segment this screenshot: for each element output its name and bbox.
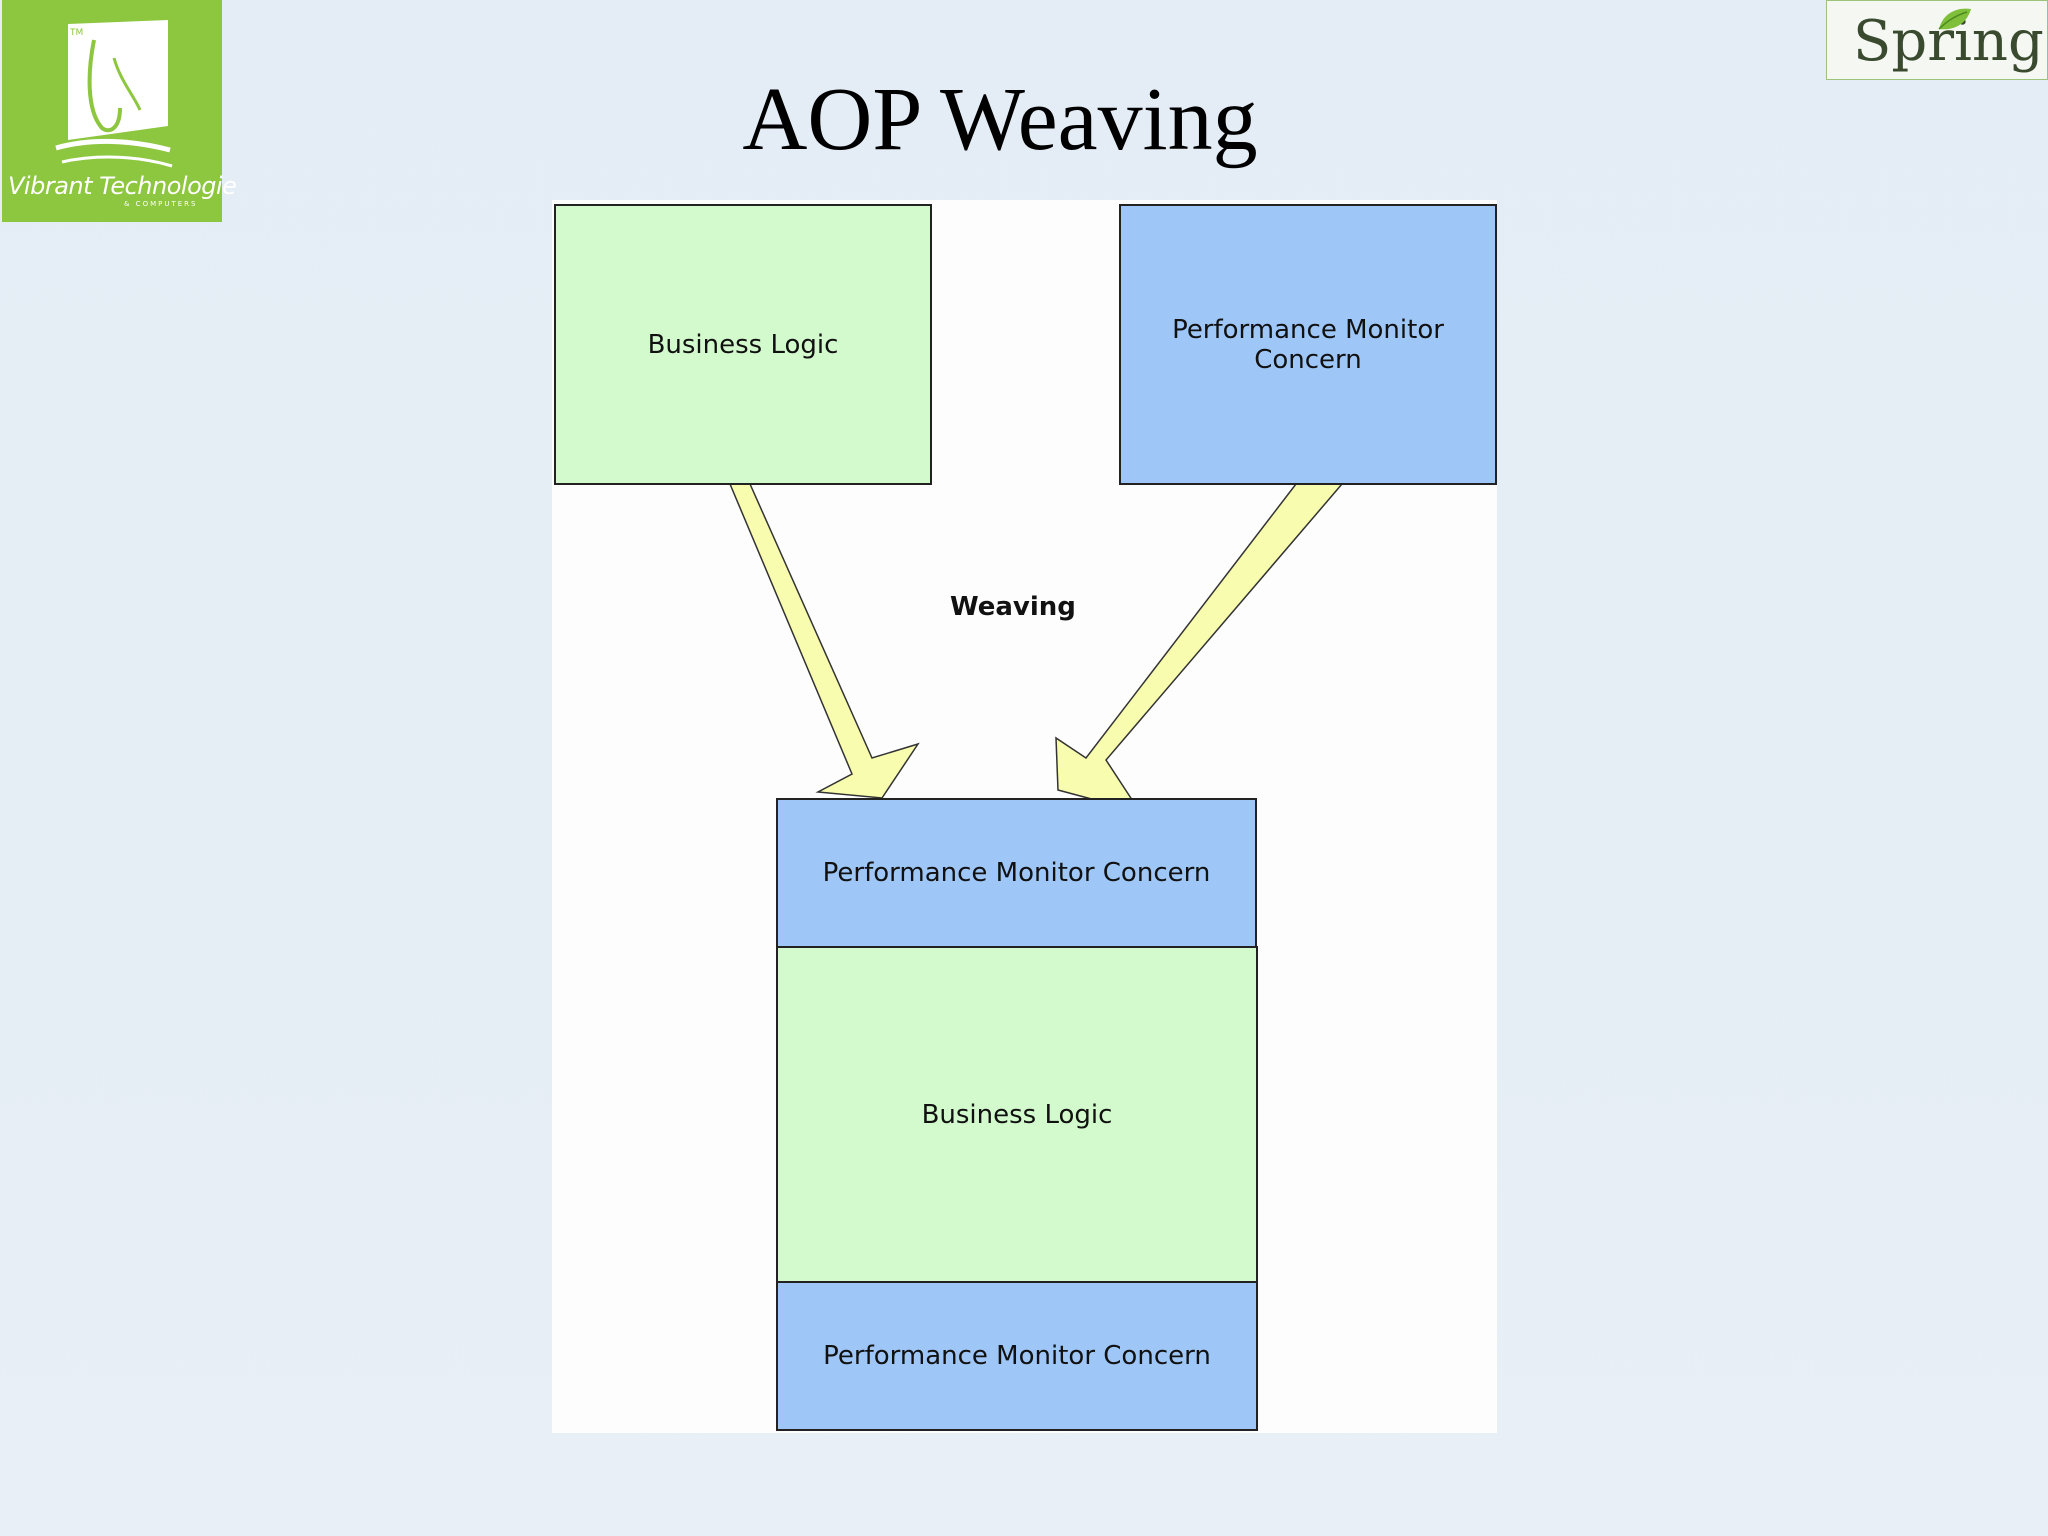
woven-business-logic-label: Business Logic	[921, 1099, 1113, 1130]
performance-monitor-concern-box: Performance Monitor Concern	[1119, 204, 1497, 485]
woven-concern-top-label: Performance Monitor Concern	[822, 858, 1211, 888]
woven-concern-bottom: Performance Monitor Concern	[776, 1281, 1258, 1431]
business-logic-box: Business Logic	[554, 204, 932, 485]
leaf-icon	[1938, 8, 1971, 30]
performance-monitor-concern-label: Performance Monitor Concern	[1172, 314, 1444, 375]
woven-concern-top: Performance Monitor Concern	[776, 798, 1257, 948]
trademark-mark: TM	[70, 28, 84, 38]
vibrant-technologies-logo: TM Vibrant Technologie & COMPUTERS	[2, 0, 237, 222]
weaving-label: Weaving	[950, 592, 1076, 622]
weaving-diagram: Business Logic Performance Monitor Conce…	[552, 200, 1497, 1433]
woven-concern-bottom-label: Performance Monitor Concern	[823, 1341, 1211, 1371]
business-logic-label: Business Logic	[647, 329, 839, 360]
slide-title: AOP Weaving	[0, 68, 2000, 171]
logo-text: Vibrant Technologie	[8, 172, 237, 200]
right-weaving-arrow-icon	[1055, 483, 1344, 814]
slide-title-text: AOP Weaving	[742, 70, 1258, 169]
spring-logo: Spring	[1826, 0, 2048, 80]
logo-subtext: & COMPUTERS	[124, 200, 198, 208]
left-weaving-arrow-icon	[728, 483, 920, 799]
woven-business-logic: Business Logic	[776, 946, 1258, 1283]
vibrant-logo-mark-icon	[55, 20, 173, 168]
